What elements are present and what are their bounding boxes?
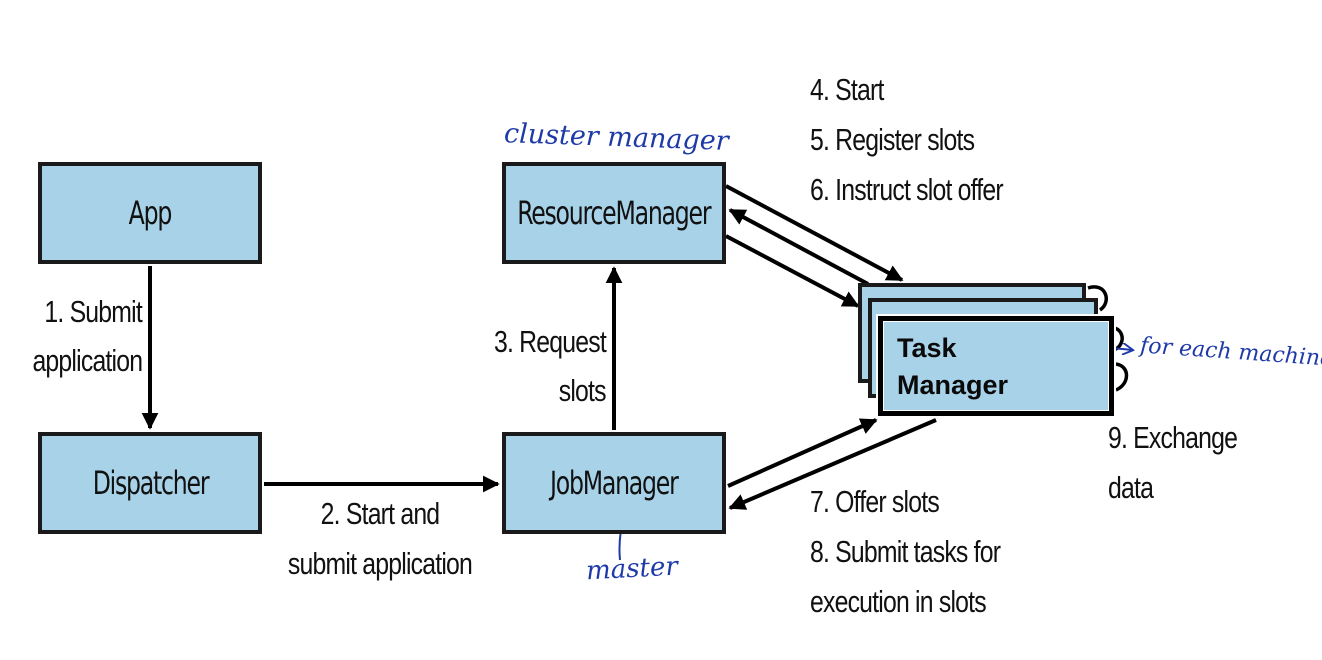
job-manager-node-label: JobManager (550, 464, 679, 502)
resource-manager-node-label: ResourceManager (517, 194, 711, 232)
job-manager-node: JobManager (502, 432, 726, 534)
edge-label-start-submit-line2: submit application (287, 546, 473, 581)
annotation-master: master (585, 551, 679, 587)
app-node: App (38, 162, 262, 264)
edge-label-rm-tm-line2: 5. Register slots (810, 122, 975, 157)
arrow-jm-to-tm (727, 418, 878, 488)
edge-label-request-line1: 3. Request (494, 324, 607, 359)
resource-manager-node: ResourceManager (502, 162, 726, 264)
edge-label-submit-line1: 1. Submit (44, 294, 142, 329)
dispatcher-node: Dispatcher (38, 432, 262, 534)
edge-label-rm-tm-line1: 4. Start (810, 72, 884, 107)
exchange-loop-top (1087, 285, 1108, 312)
edge-label-submit-line2: application (32, 343, 143, 378)
edge-label-exchange-line2: data (1108, 470, 1154, 505)
edge-label-jm-tm-line2: 8. Submit tasks for (810, 534, 1001, 569)
dispatcher-node-label: Dispatcher (92, 464, 209, 502)
edge-label-rm-tm-line3: 6. Instruct slot offer (810, 172, 1004, 207)
edge-label-jm-tm-line3: execution in slots (810, 584, 987, 619)
arrow-rm-to-tm-lower (725, 234, 860, 308)
task-manager-node (878, 316, 1114, 416)
task-manager-label-line2: Manager (897, 370, 1009, 400)
arrow-tm-to-rm (728, 208, 869, 286)
task-manager-label-line1: Task (897, 333, 957, 363)
app-node-label: App (128, 194, 173, 232)
task-manager-label: Task Manager (897, 330, 1008, 404)
edge-label-request-line2: slots (559, 373, 607, 408)
edge-label-exchange-line1: 9. Exchange (1108, 420, 1238, 455)
arrow-tm-to-jm (728, 418, 937, 510)
edge-label-jm-tm-line1: 7. Offer slots (810, 484, 940, 519)
exchange-loop-bottom (1115, 362, 1129, 392)
arrow-rm-to-tm-upper (725, 184, 904, 282)
edge-label-start-submit-line1: 2. Start and (320, 496, 440, 531)
